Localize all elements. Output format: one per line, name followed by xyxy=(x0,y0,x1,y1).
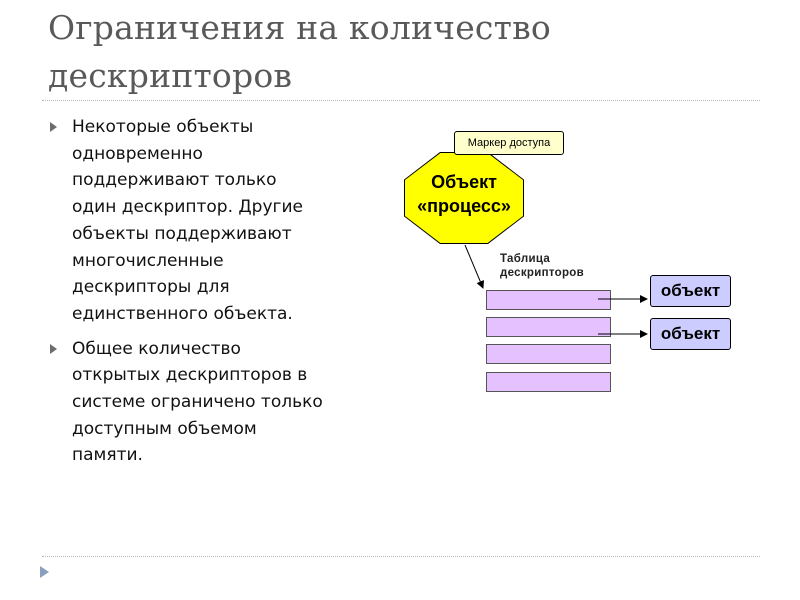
bullet-line: один дескриптор. Другие xyxy=(72,197,303,218)
footer-arrow-icon xyxy=(40,566,49,578)
descriptor-table-row xyxy=(486,372,611,392)
descriptor-table-label: Таблица дескрипторов xyxy=(500,252,610,280)
bullet-line: доступным объемом xyxy=(72,418,257,439)
process-label: Объект «процесс» xyxy=(404,170,524,218)
footer-divider xyxy=(42,556,760,557)
bullet-line: открытых дескрипторов в xyxy=(72,365,308,386)
bullet-line: многочисленные xyxy=(72,250,224,271)
descriptor-table-row xyxy=(486,290,611,310)
object-box: объект xyxy=(650,275,731,307)
bullet-item: Общее количество открытых дескрипторов в… xyxy=(48,336,348,470)
process-octagon xyxy=(405,153,523,243)
title-line-1: Ограничения на количество xyxy=(48,8,551,47)
bullet-line: системе ограничено только xyxy=(72,392,323,413)
bullet-item: Некоторые объекты одновременно поддержив… xyxy=(48,114,348,328)
bullet-line: дескрипторы для xyxy=(72,277,230,298)
bullet-line: памяти. xyxy=(72,445,143,466)
descriptor-table-row xyxy=(486,344,611,364)
slide-title: Ограничения на количество дескрипторов xyxy=(48,4,748,100)
process-to-table-arrow xyxy=(464,244,484,289)
title-divider xyxy=(42,100,760,101)
bullet-arrow-icon xyxy=(50,343,57,354)
bullet-line: Некоторые объекты xyxy=(72,117,254,137)
bullet-line: объекты поддерживают xyxy=(72,223,292,244)
bullet-line: поддерживают только xyxy=(72,170,277,191)
table-label-line-1: Таблица xyxy=(500,253,551,265)
access-marker-box: Маркер доступа xyxy=(454,131,564,155)
descriptor-table-row xyxy=(486,317,611,337)
bullet-line: одновременно xyxy=(72,143,203,164)
title-line-2: дескрипторов xyxy=(48,56,293,95)
bullet-line: единственного объекта. xyxy=(72,303,293,324)
bullet-list: Некоторые объекты одновременно поддержив… xyxy=(48,114,348,477)
bullet-line: Общее количество xyxy=(72,338,241,359)
process-label-line-1: Объект xyxy=(431,172,497,192)
process-label-line-2: «процесс» xyxy=(417,196,511,216)
bullet-arrow-icon xyxy=(50,122,57,132)
table-label-line-2: дескрипторов xyxy=(500,267,584,279)
object-box: объект xyxy=(650,318,731,350)
